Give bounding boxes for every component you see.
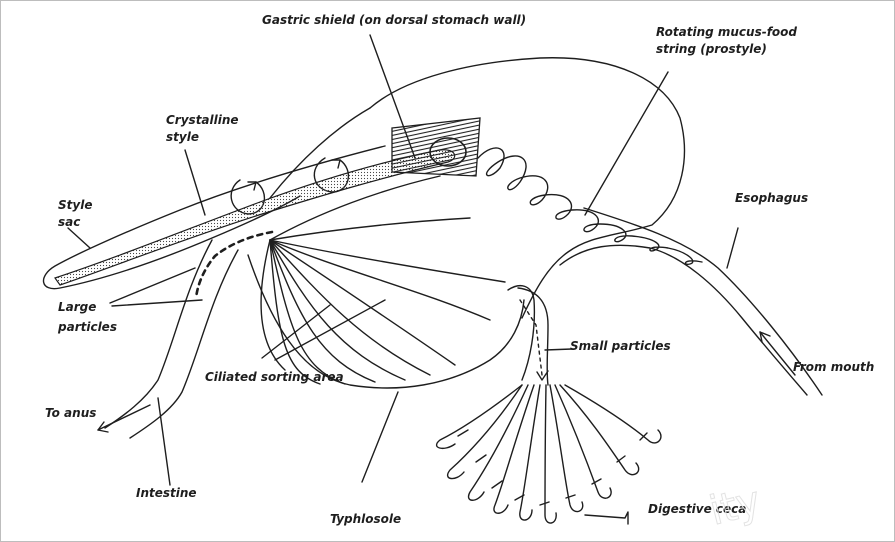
label-typhlosole: Typhlosole [330,512,401,527]
large-particles-pointer-b [112,300,202,306]
label-ciliated-sorting-area: Ciliated sorting area [205,370,344,385]
label-to-anus: To anus [45,406,96,421]
label-rotating-string-line2: string (prostyle) [656,42,767,57]
label-style-sac-line1: Style [58,198,92,213]
small-particles-path [520,300,542,375]
label-large-particles-line2: particles [58,320,117,335]
intestine-pointer [158,398,170,485]
small-particles-pointer [545,349,572,350]
large-particles-pointer-a [110,268,195,303]
typhlosole [248,255,524,388]
stomach-outline [370,58,684,318]
typhlosole-pointer [362,392,398,482]
digestive-ceca [437,385,661,523]
anus-arrow [98,405,150,430]
ceca-pointer [585,512,628,524]
style-sac-pointer [68,228,90,248]
gastric-shield [392,118,480,176]
label-crystalline-style-line1: Crystalline [166,113,239,128]
esophagus-lower-wall [560,245,807,395]
label-gastric-shield: Gastric shield (on dorsal stomach wall) [262,13,526,28]
crystalline-style-pointer [185,150,205,215]
mouth-arrow-line [760,332,795,375]
small-particles-arrowhead [537,371,548,380]
label-intestine: Intestine [136,486,197,501]
label-crystalline-style-line2: style [166,130,199,145]
label-from-mouth: From mouth [793,360,874,375]
esophagus-pointer [727,228,738,268]
label-style-sac-line2: sac [58,215,80,230]
label-esophagus: Esophagus [735,191,808,206]
ciliated-pointer-b [275,300,385,360]
label-large-particles-line1: Large [58,300,96,315]
intestine-inner-wall [130,250,238,438]
label-rotating-string-line1: Rotating mucus-food [656,25,797,40]
label-small-particles: Small particles [570,339,671,354]
prostyle-pointer [585,72,668,215]
